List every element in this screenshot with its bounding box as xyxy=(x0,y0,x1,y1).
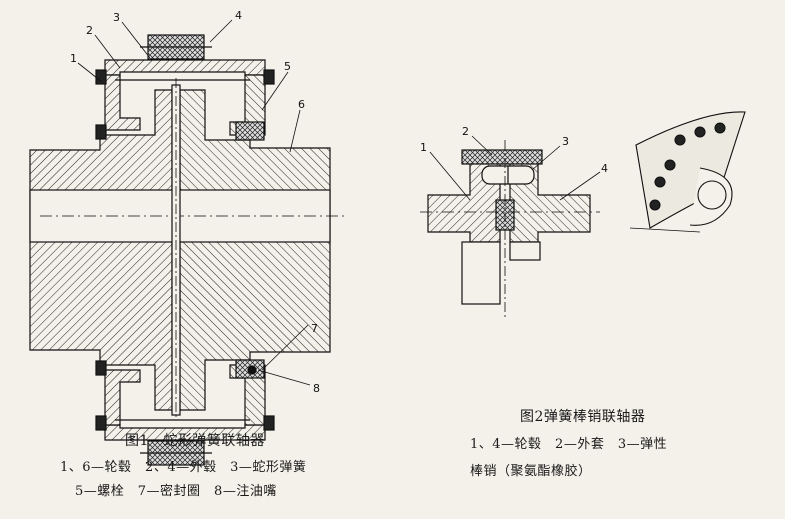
fig2-callout-3: 3 xyxy=(562,135,569,148)
outer-shell-top xyxy=(104,59,266,76)
callout-8: 8 xyxy=(313,382,320,395)
callout-7: 7 xyxy=(311,322,318,335)
callout-4: 4 xyxy=(235,9,242,22)
fig2-left-shaft xyxy=(461,241,501,305)
figure1-caption-line2: 5—螺栓 7—密封圈 8—注油嘴 xyxy=(75,484,277,499)
fig2-right-shaft xyxy=(509,241,541,261)
sleeve-arc-outer xyxy=(635,111,746,229)
figure2-caption-title: 图2弹簧棒销联轴器 xyxy=(520,409,646,425)
fig2-callout-2: 2 xyxy=(462,125,469,138)
pin-icons xyxy=(649,122,726,211)
fig2-callout-1: 1 xyxy=(420,141,427,154)
right-hub xyxy=(179,89,331,411)
figure1-caption-line1: 1、6—轮毂 2、4—外毂 3—蛇形弹簧 xyxy=(60,460,307,475)
figure2-callouts: 1 2 3 4 xyxy=(420,125,608,175)
oil-nipple xyxy=(247,365,257,375)
seal-ring-top xyxy=(235,121,265,141)
figure2-perspective-detail xyxy=(629,111,746,233)
figure2-caption-line2: 棒销（聚氨酯橡胶） xyxy=(470,464,592,479)
callout-1: 1 xyxy=(70,52,77,65)
fig2-outer-sleeve xyxy=(461,149,543,165)
figure2-drawing: 1 2 3 4 xyxy=(420,125,608,320)
figure2-caption-line1: 1、4—轮毂 2—外套 3—弹性 xyxy=(470,437,668,452)
callout-5: 5 xyxy=(284,60,291,73)
bolt-icon xyxy=(95,69,275,431)
callout-2: 2 xyxy=(86,24,93,37)
figure1-drawing: 1 2 3 4 5 6 7 8 xyxy=(29,9,345,466)
outer-shell-bottom-left xyxy=(104,369,141,426)
fig2-callout-4: 4 xyxy=(601,162,608,175)
figure1-caption-title: 图1 蛇形弹簧联轴器 xyxy=(125,433,265,449)
callout-3: 3 xyxy=(113,11,120,24)
hub-bore xyxy=(697,180,727,210)
outer-shell-top-left xyxy=(104,74,141,131)
figure1-leaders xyxy=(77,19,311,386)
figure2-leaders xyxy=(429,135,601,201)
callout-6: 6 xyxy=(298,98,305,111)
figure1-callouts: 1 2 3 4 5 6 7 8 xyxy=(70,9,320,395)
